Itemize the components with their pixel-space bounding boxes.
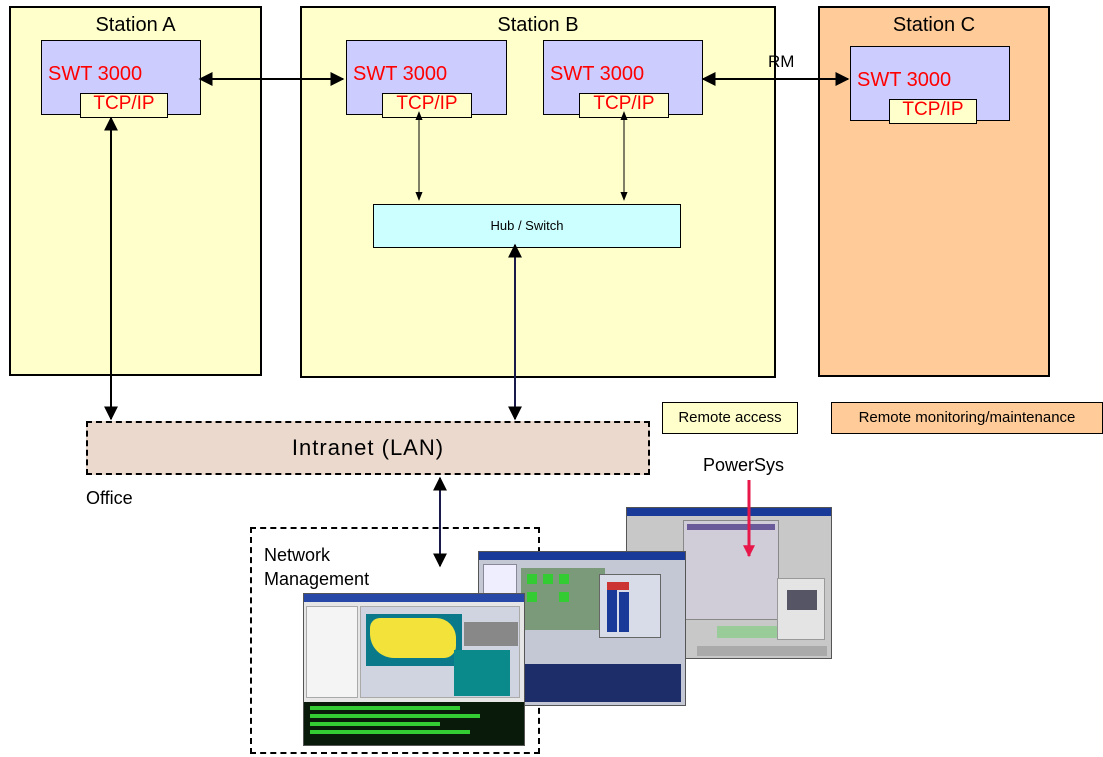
powersys-label: PowerSys <box>703 455 785 475</box>
office-label: Office <box>86 488 133 508</box>
swt-label: SWT 3000 <box>48 63 143 85</box>
tcp-ip-label: TCP/IP <box>80 93 168 118</box>
station-a: Station A SWT 3000 TCP/IP <box>9 6 262 376</box>
legend-remote-access: Remote access <box>662 402 798 434</box>
rm-label: RM <box>768 52 795 71</box>
swt-label: SWT 3000 <box>550 63 645 85</box>
station-b: Station B SWT 3000 TCP/IP SWT 3000 TCP/I… <box>300 6 776 378</box>
tcp-ip-label: TCP/IP <box>889 99 977 124</box>
network-management-label: Network Management <box>264 543 369 591</box>
station-c-title: Station C <box>892 14 976 36</box>
swt-3000-a: SWT 3000 TCP/IP <box>41 40 201 118</box>
swt-3000-b1: SWT 3000 TCP/IP <box>346 40 507 118</box>
swt-label: SWT 3000 <box>857 69 952 91</box>
tcp-ip-label: TCP/IP <box>382 93 472 118</box>
nm-label-line2: Management <box>264 569 370 589</box>
legend-remote-monitoring: Remote monitoring/maintenance <box>831 402 1103 434</box>
station-b-title: Station B <box>497 14 579 36</box>
station-a-title: Station A <box>95 14 176 36</box>
swt-3000-c: SWT 3000 TCP/IP <box>850 46 1010 124</box>
network-map-screenshot <box>303 593 525 746</box>
swt-3000-b2: SWT 3000 TCP/IP <box>543 40 703 118</box>
swt-label: SWT 3000 <box>353 63 448 85</box>
hub-switch: Hub / Switch <box>373 204 681 248</box>
intranet-lan: Intranet (LAN) <box>86 421 650 475</box>
station-c: Station C SWT 3000 TCP/IP <box>818 6 1050 377</box>
nm-label-line1: Network <box>264 545 331 565</box>
